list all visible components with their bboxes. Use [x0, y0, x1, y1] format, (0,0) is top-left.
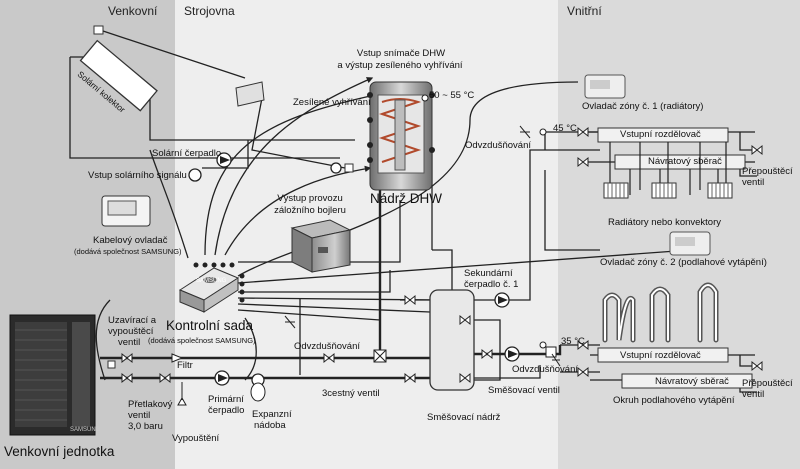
- control-kit-brand: SAMSUNG: [196, 278, 227, 284]
- air-vent-label-3: Odvzdušňování: [512, 364, 579, 375]
- zone-title-outdoor: Venkovní: [108, 4, 158, 18]
- floor-heating-label: Okruh podlahového vytápění: [613, 395, 735, 406]
- zone-title-indoor: Vnitřní: [567, 4, 602, 18]
- primary-pump-label-b: čerpadlo: [208, 405, 245, 416]
- temp-35-label: 35 °C: [561, 336, 585, 347]
- backup-boiler-label-2: záložního bojleru: [274, 205, 346, 216]
- air-vent-label-1: Odvzdušňování: [465, 140, 532, 151]
- dhw-temp-label: 50 ~ 55 °C: [429, 90, 475, 101]
- shutoff-valve-label-b: vypouštěcí: [108, 326, 154, 337]
- shutoff-valve-label-c: ventil: [118, 337, 141, 348]
- inlet-distributor-1-label: Vstupní rozdělovač: [620, 129, 701, 140]
- return-collector-2: [621, 373, 753, 389]
- zone-title-plant-room: Strojovna: [184, 4, 235, 18]
- return-collector-1-label: Návratový sběrač: [648, 156, 722, 167]
- inlet-distributor-2: [597, 347, 729, 363]
- relief-valve-label-b: ventil: [128, 410, 151, 421]
- filter-label: Filtr: [177, 360, 193, 371]
- inlet-distributor-2-label: Vstupní rozdělovač: [620, 350, 701, 361]
- boosted-heating-label: Zesílené vyhřívání: [293, 97, 371, 108]
- relief-valve-label-c: 3,0 baru: [128, 421, 163, 432]
- secondary-pump-label-a: Sekundární: [464, 268, 513, 279]
- mixing-valve-label: Směšovací ventil: [488, 385, 560, 396]
- bypass-valve-1-label-a: Přepouštěcí: [742, 166, 793, 177]
- dhw-coil: [378, 98, 422, 163]
- outdoor-unit-label: Venkovní jednotka: [4, 444, 115, 459]
- bypass-valve-1-label-b: ventil: [742, 177, 765, 188]
- wired-controller-note: (dodává společnost SAMSUNG): [74, 247, 182, 256]
- wired-controller-label: Kabelový ovladač: [93, 235, 168, 246]
- solar-collector-panel: [79, 39, 158, 112]
- return-collector-1: [614, 154, 746, 170]
- backup-boiler-label-1: Výstup provozu: [277, 193, 343, 204]
- dhw-sensor-label-1: Vstup snímače DHW: [356, 48, 446, 59]
- shutoff-valve-label-a: Uzavírací a: [108, 315, 157, 326]
- valve-symbols: [121, 126, 763, 384]
- mixing-valve-body: [545, 346, 557, 358]
- outdoor-unit-brand: SAMSUNG: [70, 427, 101, 433]
- control-kit-label: Kontrolní sada: [166, 318, 254, 333]
- dhw-sensor-label-2: a výstup zesíleného vyhřívání: [337, 60, 463, 71]
- temp-45-label: 45 °C: [553, 123, 577, 134]
- primary-pump-label-a: Primární: [208, 394, 244, 405]
- return-collector-2-label: Návratový sběrač: [655, 376, 729, 387]
- inlet-distributor-1: [597, 127, 729, 143]
- control-kit-note: (dodává společnost SAMSUNG): [148, 336, 256, 345]
- dhw-tank-label: Nádrž DHW: [370, 191, 443, 206]
- outdoor-unit-body: [9, 314, 96, 436]
- relief-valve-label-a: Přetlakový: [128, 399, 173, 410]
- mixing-tank-label: Směšovací nádrž: [427, 412, 501, 423]
- filter-symbol: [171, 353, 184, 363]
- air-vent-label-2: Odvzdušňování: [294, 341, 361, 352]
- expansion-vessel-label-b: nádoba: [254, 420, 286, 431]
- three-way-valve-label: 3cestný ventil: [322, 388, 380, 399]
- mixing-tank-body: [429, 289, 475, 391]
- radiators-label: Radiátory nebo konvektory: [608, 217, 722, 228]
- secondary-pump-label-b: čerpadlo č. 1: [464, 279, 519, 290]
- backup-boiler: [290, 219, 352, 273]
- bypass-valve-2-label-b: ventil: [742, 389, 765, 400]
- solar-signal-label: Vstup solárního signálu: [88, 170, 187, 181]
- expansion-vessel: [250, 382, 266, 402]
- drain-label: Vypouštění: [172, 433, 220, 444]
- expansion-vessel-label-a: Expanzní: [252, 409, 292, 420]
- zone2-controller-label: Ovladač zóny č. 2 (podlahové vytápění): [600, 257, 767, 268]
- zone1-controller-label: Ovladač zóny č. 1 (radiátory): [582, 101, 704, 112]
- solar-pump-label: Solární čerpadlo: [152, 148, 222, 159]
- control-kit-box: [178, 267, 240, 313]
- bypass-valve-2-label-a: Přepouštěcí: [742, 378, 793, 389]
